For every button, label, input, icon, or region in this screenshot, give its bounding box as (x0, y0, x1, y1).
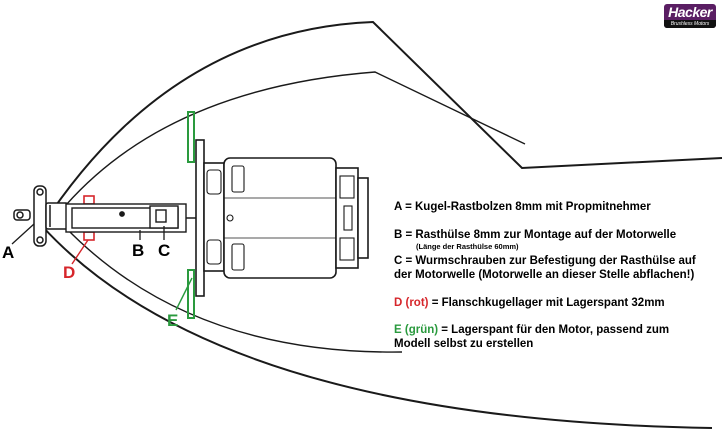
motor-bulkhead (187, 111, 195, 319)
shaft-sleeve (65, 203, 214, 233)
label-c: C (158, 241, 171, 260)
legend-b-text: B = Rasthülse 8mm zur Montage auf der Mo… (394, 229, 677, 241)
legend-e: E (grün) = Lagerspant für den Motor, pas… (394, 323, 669, 351)
legend-e-line2: Modell selbst zu erstellen (394, 338, 534, 350)
legend-e-prefix: E (grün) (394, 324, 439, 336)
legend-b-note: (Länge der Rasthülse 60mm) (416, 242, 519, 251)
label-b: B (132, 241, 145, 260)
legend-d: D (rot) = Flanschkugellager mit Lagerspa… (394, 296, 665, 310)
motor-body (203, 157, 369, 279)
leader-d (71, 239, 89, 265)
fuselage-outer-lower-outline (41, 225, 713, 429)
leader-a (11, 223, 35, 245)
legend-e-text: = Lagerspant für den Motor, passend zum (438, 324, 670, 336)
label-d: D (63, 263, 76, 282)
legend-d-text: = Flanschkugellager mit Lagerspant 32mm (428, 297, 665, 309)
legend-b: B = Rasthülse 8mm zur Montage auf der Mo… (394, 228, 676, 251)
motor-mount-plate (195, 139, 205, 297)
leader-e (175, 277, 193, 311)
fuselage-inner-lower-outline (65, 227, 403, 353)
legend-a: A = Kugel-Rastbolzen 8mm mit Propmitnehm… (394, 201, 651, 213)
logo-tagline: Brushless Motors (664, 20, 716, 28)
legend-c: C = Wurmschrauben zur Befestigung der Ra… (394, 254, 696, 282)
logo-brand: Hacker (668, 4, 712, 20)
fuselage-outer-outline (41, 20, 723, 227)
legend-d-prefix: D (rot) (394, 297, 429, 309)
legend-c-line1: C = Wurmschrauben zur Befestigung der Ra… (394, 255, 696, 267)
label-e: E (167, 311, 179, 330)
hacker-logo: Hacker Brushless Motors (664, 4, 716, 28)
fuselage-inner-upper-outline (65, 71, 526, 206)
label-a: A (2, 243, 15, 262)
legend-c-line2: der Motorwelle (Motorwelle an dieser Ste… (394, 269, 695, 281)
prop-driver (13, 185, 69, 247)
